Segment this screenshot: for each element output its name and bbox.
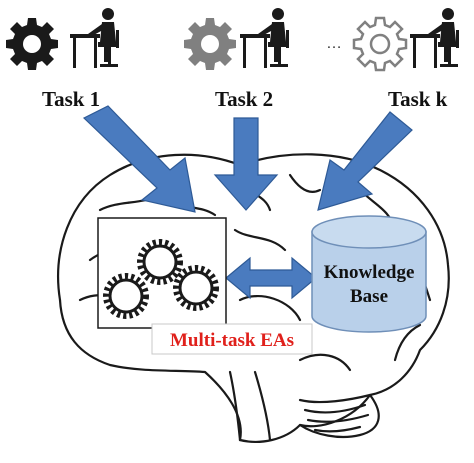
ellipsis: …: [326, 35, 342, 52]
task-k-gear-icon: [352, 16, 408, 72]
task-k-person-at-desk-icon: [410, 8, 459, 68]
task-2-gear-icon: [184, 18, 236, 70]
task-1-label: Task 1: [42, 87, 100, 111]
ea-label-box: Multi-task EAs: [151, 323, 313, 355]
ea-gears-box: [97, 217, 227, 329]
gears-cluster-icon: [103, 239, 219, 319]
task-1-person-at-desk-icon: [70, 8, 119, 68]
bidirectional-arrow: [225, 256, 317, 300]
database-cylinder-icon: [311, 215, 427, 333]
task-k-arrow: [317, 111, 413, 211]
knowledge-base-label-line1: Knowledge: [324, 262, 415, 283]
task-1-gear-icon: [6, 18, 58, 70]
task-2-arrow: [213, 117, 279, 211]
task-2-label: Task 2: [215, 87, 273, 111]
task-k-label: Task k: [388, 87, 448, 111]
knowledge-base-label-line2: Base: [350, 286, 388, 307]
task-1-arrow: [82, 105, 196, 213]
task-2-person-at-desk-icon: [240, 8, 289, 68]
ea-label: Multi-task EAs: [170, 330, 294, 351]
